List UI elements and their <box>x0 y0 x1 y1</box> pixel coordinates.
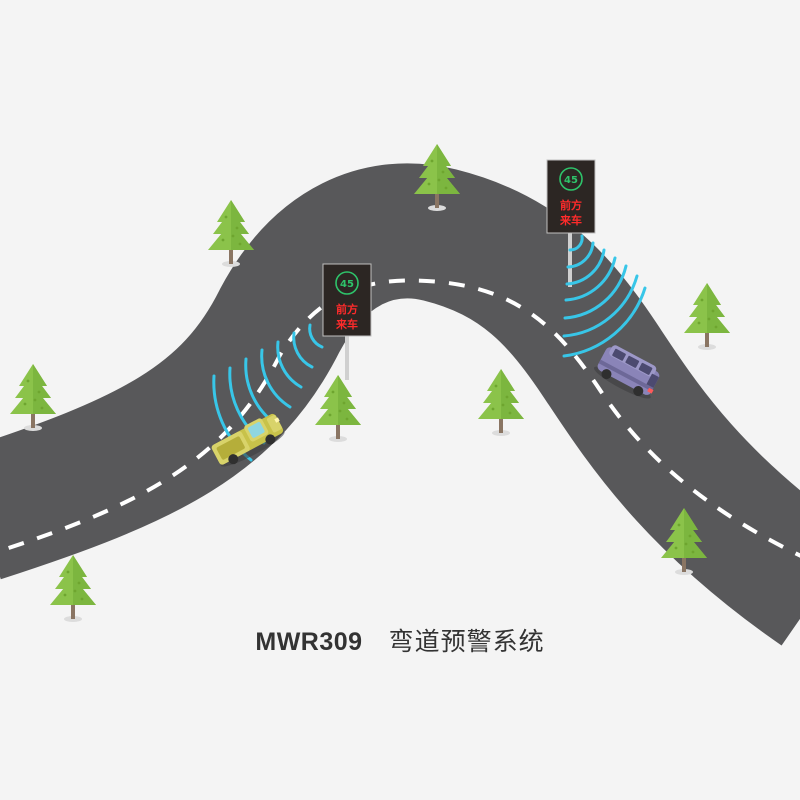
radar-wave-arc <box>563 264 628 320</box>
led-warning-sign-icon <box>546 159 596 234</box>
road <box>0 163 800 646</box>
warning-sign-right: 45 前方 来车 <box>546 159 596 287</box>
sign-pole <box>345 335 349 380</box>
radar-wave-arc <box>565 248 606 286</box>
lane-marking <box>0 278 800 558</box>
radar-wave-arc <box>308 323 324 349</box>
product-model: MWR309 <box>255 628 363 656</box>
sign-text-line2: 来车 <box>559 213 582 227</box>
radar-wave-arc <box>562 274 639 338</box>
sign-text-line1: 前方 <box>336 302 358 316</box>
sign-text-line1: 前方 <box>560 198 582 212</box>
radar-wave-arc <box>276 340 303 389</box>
radar-wave-arc <box>562 286 647 358</box>
radar-wave-arc <box>260 348 292 409</box>
sign-text-line2: 来车 <box>335 317 358 331</box>
speed-limit-value: 45 <box>340 279 354 290</box>
purple-van-icon <box>593 345 660 399</box>
radar-wave-arc <box>566 241 595 269</box>
speed-limit-value: 45 <box>564 175 578 186</box>
radar-wave-arc <box>292 331 314 369</box>
pine-tree-icon <box>684 283 730 350</box>
pine-tree-icon <box>478 369 524 436</box>
speed-limit-ring <box>559 167 583 191</box>
warning-sign-left: 45 前方 来车 <box>322 263 372 380</box>
page-caption: MWR309 弯道预警系统 <box>0 622 800 658</box>
road-surface <box>0 163 800 646</box>
sign-pole <box>568 232 572 287</box>
led-warning-sign-icon <box>322 263 372 337</box>
pine-tree-icon <box>50 555 96 622</box>
radar-wave-arc <box>568 234 584 252</box>
system-title: 弯道预警系统 <box>388 627 545 656</box>
yellow-pickup-truck-icon <box>211 413 285 467</box>
pine-tree-icon <box>315 375 361 442</box>
speed-limit-ring <box>335 271 359 295</box>
radar-wave-icon <box>562 234 647 358</box>
radar-wave-arc <box>564 256 617 302</box>
